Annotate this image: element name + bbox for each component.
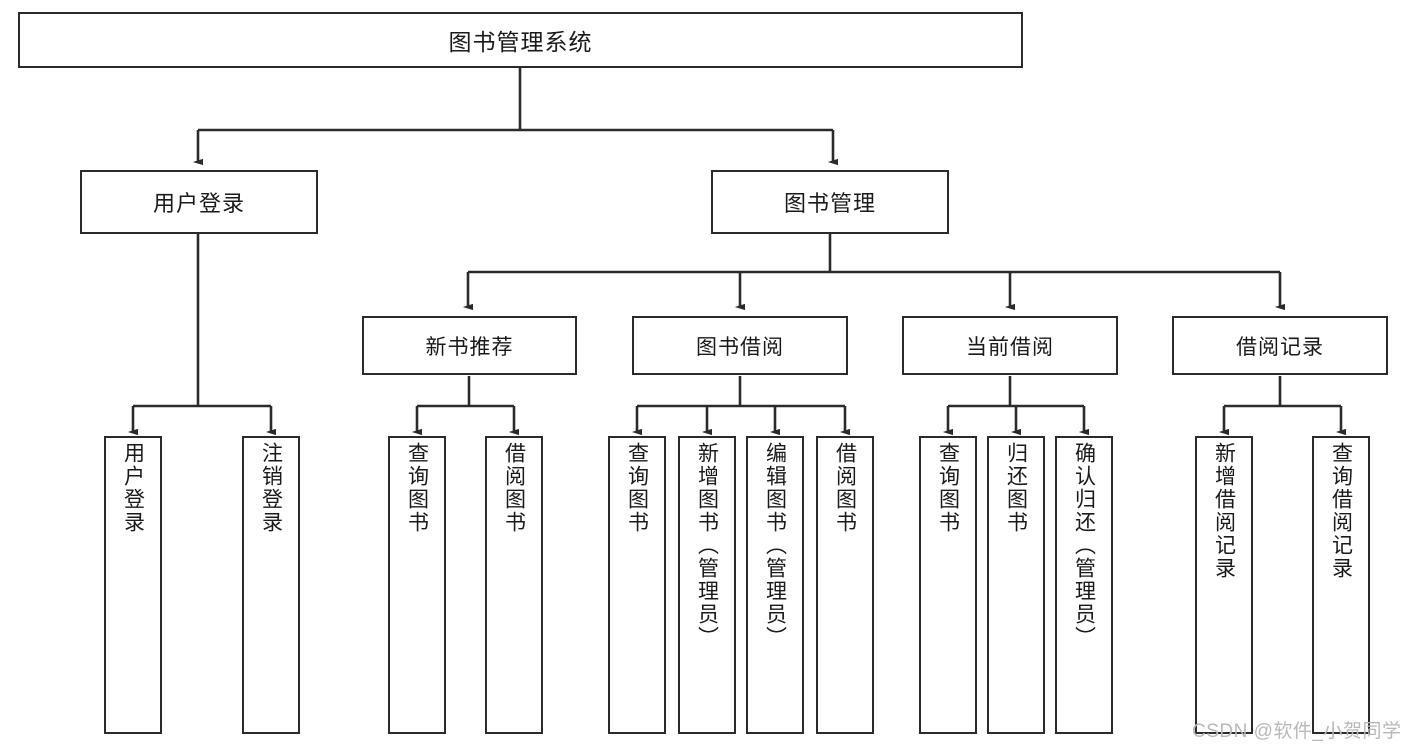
leaf-current-return-book[interactable]: 归还图书 xyxy=(987,436,1045,734)
leaf-user-login-login[interactable]: 用户登录 xyxy=(104,436,162,734)
leaf-record-query-label: 查询借阅记录 xyxy=(1329,442,1353,580)
node-book-borrow[interactable]: 图书借阅 xyxy=(632,316,848,375)
leaf-current-query-book[interactable]: 查询图书 xyxy=(919,436,977,734)
leaf-new-book-borrow[interactable]: 借阅图书 xyxy=(485,436,543,734)
leaf-user-login-logout[interactable]: 注销登录 xyxy=(242,436,300,734)
leaf-current-confirm-return[interactable]: 确认归还（管理员） xyxy=(1055,436,1113,734)
node-user-login[interactable]: 用户登录 xyxy=(80,170,318,234)
watermark: CSDN @软件_小贺同学 xyxy=(1192,721,1402,742)
node-new-book-recommend-label: 新书推荐 xyxy=(425,335,514,359)
node-book-management-label: 图书管理 xyxy=(783,191,876,216)
leaf-borrow-add-book[interactable]: 新增图书（管理员） xyxy=(678,436,736,734)
leaf-current-confirm-return-label: 确认归还（管理员） xyxy=(1072,442,1096,649)
node-current-borrow-label: 当前借阅 xyxy=(966,335,1054,359)
leaf-borrow-query-book-label: 查询图书 xyxy=(625,442,649,534)
node-borrow-record-label: 借阅记录 xyxy=(1236,335,1324,359)
node-new-book-recommend[interactable]: 新书推荐 xyxy=(362,316,577,375)
leaf-new-book-query[interactable]: 查询图书 xyxy=(388,436,446,734)
leaf-user-login-logout-label: 注销登录 xyxy=(259,442,283,534)
leaf-borrow-edit-book[interactable]: 编辑图书（管理员） xyxy=(746,436,804,734)
leaf-new-book-query-label: 查询图书 xyxy=(405,442,429,534)
node-book-management[interactable]: 图书管理 xyxy=(711,170,949,234)
leaf-borrow-edit-book-label: 编辑图书（管理员） xyxy=(763,442,787,649)
node-root-label: 图书管理系统 xyxy=(448,29,593,55)
leaf-current-query-book-label: 查询图书 xyxy=(936,442,960,534)
node-current-borrow[interactable]: 当前借阅 xyxy=(902,316,1118,375)
node-root[interactable]: 图书管理系统 xyxy=(18,12,1023,68)
leaf-user-login-login-label: 用户登录 xyxy=(121,442,145,534)
node-book-borrow-label: 图书借阅 xyxy=(696,335,784,359)
leaf-borrow-add-book-label: 新增图书（管理员） xyxy=(695,442,719,649)
leaf-record-query[interactable]: 查询借阅记录 xyxy=(1312,436,1370,734)
node-user-login-label: 用户登录 xyxy=(152,191,245,216)
node-borrow-record[interactable]: 借阅记录 xyxy=(1172,316,1388,375)
leaf-new-book-borrow-label: 借阅图书 xyxy=(502,442,526,534)
leaf-borrow-borrow-book[interactable]: 借阅图书 xyxy=(816,436,874,734)
leaf-record-add[interactable]: 新增借阅记录 xyxy=(1195,436,1253,734)
leaf-current-return-book-label: 归还图书 xyxy=(1004,442,1028,534)
leaf-borrow-query-book[interactable]: 查询图书 xyxy=(608,436,666,734)
leaf-borrow-borrow-book-label: 借阅图书 xyxy=(833,442,857,534)
leaf-record-add-label: 新增借阅记录 xyxy=(1212,442,1236,580)
